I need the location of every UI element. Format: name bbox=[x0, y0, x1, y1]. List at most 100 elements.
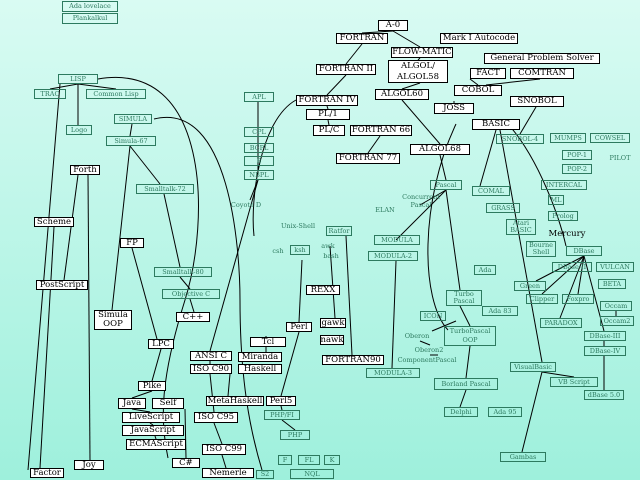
node-clipper: Clipper bbox=[526, 294, 558, 304]
node-iso-c90: ISO C90 bbox=[190, 364, 232, 374]
node-ecmascript: ECMAScript bbox=[126, 439, 186, 450]
connector-line bbox=[392, 30, 421, 48]
connector-curve bbox=[507, 123, 567, 247]
node-simula-oop: Simula OOP bbox=[94, 310, 132, 330]
node-php-fi: PHP/FI bbox=[264, 410, 300, 420]
node-apl: APL bbox=[244, 92, 274, 102]
node-vulcan: VULCAN bbox=[596, 262, 634, 272]
node-pike: Pike bbox=[138, 381, 166, 391]
node-bcpl: BCPL bbox=[244, 143, 274, 153]
node-ml: ML bbox=[548, 195, 564, 205]
node-csh: csh bbox=[272, 246, 284, 255]
node-general-problem-solver: General Problem Solver bbox=[484, 53, 600, 64]
node-modula3: MODULA-3 bbox=[366, 368, 420, 378]
connector-line bbox=[459, 389, 467, 408]
node-fortran-ii: FORTRAN II bbox=[316, 64, 376, 75]
connector-line bbox=[519, 106, 537, 135]
node-cowsel: COWSEL bbox=[590, 133, 630, 143]
node-java: Java bbox=[118, 398, 146, 409]
node-algol58: ALGOL/ ALGOL58 bbox=[388, 60, 448, 83]
node-forth: Forth bbox=[70, 165, 100, 175]
node-scheme: Scheme bbox=[34, 217, 74, 227]
node-miranda: Miranda bbox=[238, 352, 282, 362]
node-paradox: PARADOX bbox=[540, 318, 582, 328]
node-factor: Factor bbox=[30, 468, 64, 478]
node-mumps: MUMPS bbox=[550, 133, 586, 143]
connector-line bbox=[445, 189, 461, 291]
node-smalltalk80: Smalltalk-80 bbox=[154, 267, 212, 277]
connector-line bbox=[63, 174, 79, 281]
node-objective-c: Objective C bbox=[162, 289, 220, 299]
node-pascal: Pascal bbox=[430, 180, 462, 190]
node-nql: NQL bbox=[290, 469, 334, 479]
node-prolog: Prolog bbox=[548, 211, 578, 221]
connector-line bbox=[189, 298, 195, 313]
node-perl5: Perl5 bbox=[266, 396, 296, 406]
connector-line bbox=[209, 373, 215, 413]
connector-line bbox=[465, 345, 471, 379]
connector-line bbox=[129, 145, 161, 185]
node-perl: Perl bbox=[286, 322, 312, 332]
connector-line bbox=[559, 255, 585, 319]
node-php: PHP bbox=[280, 430, 310, 440]
connector-line bbox=[419, 340, 431, 346]
node-nawk: nawk bbox=[320, 334, 344, 345]
connector-line bbox=[401, 82, 421, 90]
connector-line bbox=[27, 83, 61, 471]
node-fact: FACT bbox=[470, 68, 506, 79]
node-pl-c: PL/C bbox=[313, 125, 345, 136]
node-borland-pascal: Borland Pascal bbox=[434, 378, 498, 390]
node-icon: ICON bbox=[420, 311, 446, 321]
node-fortran77: FORTRAN 77 bbox=[336, 153, 400, 164]
connector-line bbox=[395, 189, 447, 241]
connector-line bbox=[131, 247, 158, 340]
node-visualbasic: VisualBasic bbox=[510, 362, 556, 372]
node-iso-c99: ISO C99 bbox=[202, 444, 246, 455]
connector-line bbox=[49, 83, 79, 90]
node-beta: BETA bbox=[598, 279, 626, 289]
node-flow-matic: FLOW-MATIC bbox=[391, 47, 453, 58]
connector-line bbox=[541, 371, 575, 378]
connector-line bbox=[149, 422, 154, 426]
node-ada83: Ada 83 bbox=[482, 306, 518, 316]
connector-line bbox=[184, 408, 187, 459]
node-foxpro: Foxpro bbox=[562, 294, 594, 304]
connector-line bbox=[469, 78, 479, 86]
node-ada95: Ada 95 bbox=[488, 407, 522, 417]
connector-line bbox=[154, 435, 157, 440]
connector-curve bbox=[252, 99, 297, 237]
connector-line bbox=[280, 331, 300, 397]
connector-line bbox=[281, 419, 296, 431]
node-modula: MODULA bbox=[374, 235, 420, 245]
node-lpc: LPC bbox=[148, 339, 174, 349]
node-haskell: Haskell bbox=[238, 364, 282, 374]
node-coyote-d: Coyote D bbox=[230, 200, 262, 209]
connector-line bbox=[459, 305, 471, 327]
node-vb-script: VB Script bbox=[550, 377, 598, 387]
node-elan: ELAN bbox=[375, 205, 395, 214]
connector-line bbox=[535, 255, 585, 282]
node-logo: Logo bbox=[66, 125, 92, 135]
node-bash: bash bbox=[323, 251, 339, 260]
connector-line bbox=[499, 129, 543, 363]
connector-line bbox=[131, 408, 151, 413]
node-basic: BASIC bbox=[472, 119, 520, 130]
connector-line bbox=[345, 235, 353, 356]
node-fortran-iv: FORTRAN IV bbox=[296, 95, 358, 106]
connector-line bbox=[111, 145, 131, 311]
node-nbpl: NBPL bbox=[244, 170, 274, 180]
node-k: K bbox=[324, 455, 340, 465]
connector-line bbox=[151, 348, 162, 382]
connector-line bbox=[367, 135, 381, 154]
connector-line bbox=[326, 74, 347, 96]
connector-line bbox=[361, 30, 394, 34]
node-trac: TRAC bbox=[34, 89, 66, 99]
node-atari-basic: Atari BASIC bbox=[506, 219, 536, 235]
node-fortran: FORTRAN bbox=[336, 33, 388, 44]
node-dbase: DBase bbox=[566, 246, 602, 256]
node-simula: SIMULA bbox=[114, 114, 152, 124]
node-modula2: MODULA-2 bbox=[368, 251, 418, 261]
connector-line bbox=[485, 78, 541, 86]
node-occam: Occam bbox=[600, 301, 632, 311]
